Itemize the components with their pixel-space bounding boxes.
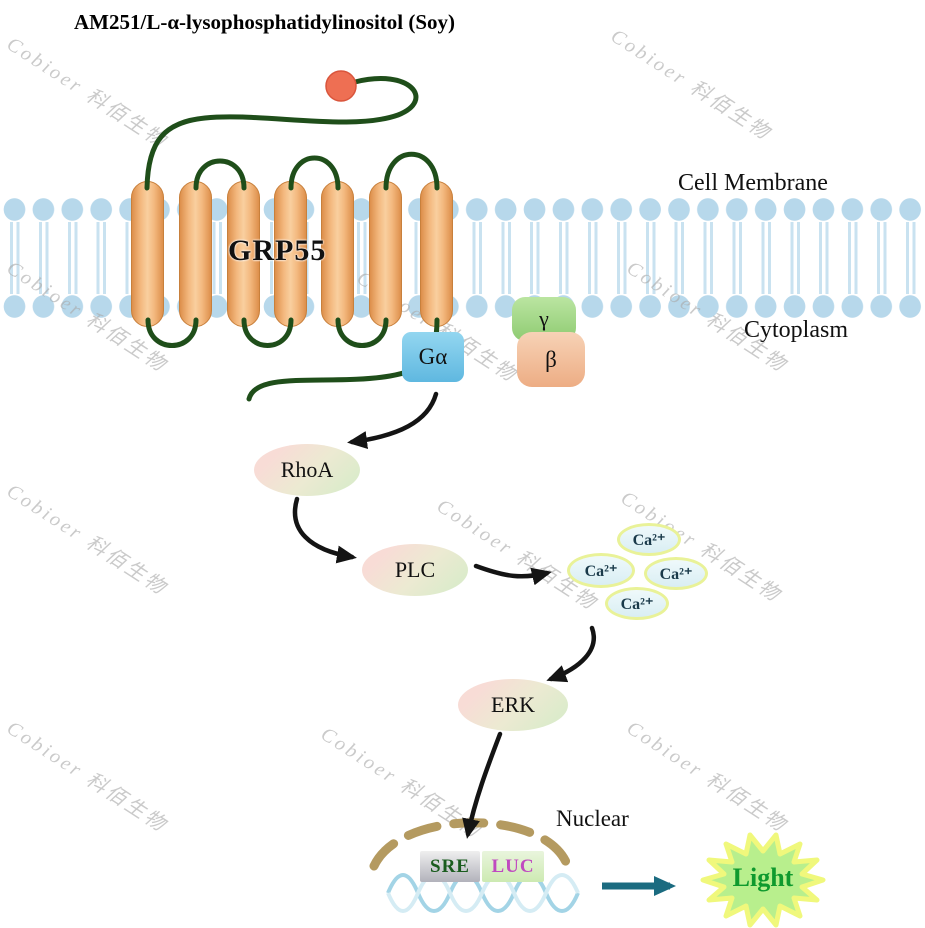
cell-membrane-label: Cell Membrane [678,170,828,196]
node-calcium: Ca²⁺ [605,587,669,620]
ligand-icon [325,70,357,102]
light-label: Light [732,863,794,892]
watermark: Cobioer 科佰生物 [622,717,792,838]
tm-helix-7 [420,181,453,327]
nuclear-label: Nuclear [556,806,629,831]
luc-box: LUC [482,851,544,882]
g-protein-alpha: Gα [402,332,464,382]
diagram-title: AM251/L-α-lysophosphatidylinositol (Soy) [74,10,456,34]
g-protein-beta: β [517,332,585,387]
watermark: Cobioer 科佰生物 [606,25,776,146]
node-calcium: Ca²⁺ [617,523,681,556]
node-calcium: Ca²⁺ [644,557,708,590]
tm-helix-1 [131,181,164,327]
arrow-rhoa-to-plc [292,496,357,564]
cytoplasm-label: Cytoplasm [744,317,849,343]
tm-helix-3 [227,181,260,327]
node-plc: PLC [362,544,468,596]
watermark: Cobioer 科佰生物 [432,495,602,616]
sre-box: SRE [420,851,480,882]
watermark: Cobioer 科佰生物 [316,723,486,844]
node-rhoa: RhoA [254,444,360,496]
watermark: Cobioer 科佰生物 [2,480,172,601]
watermark: Cobioer 科佰生物 [2,33,172,154]
watermark: Cobioer 科佰生物 [2,717,172,838]
receptor-name-label: GRP55 [228,234,327,267]
tm-helix-6 [369,181,402,327]
tm-helix-2 [179,181,212,327]
arrow-ga-to-rhoa [347,391,439,449]
node-erk: ERK [458,679,568,731]
node-calcium: Ca²⁺ [567,553,635,588]
arrow-ca-to-erk [546,625,596,683]
